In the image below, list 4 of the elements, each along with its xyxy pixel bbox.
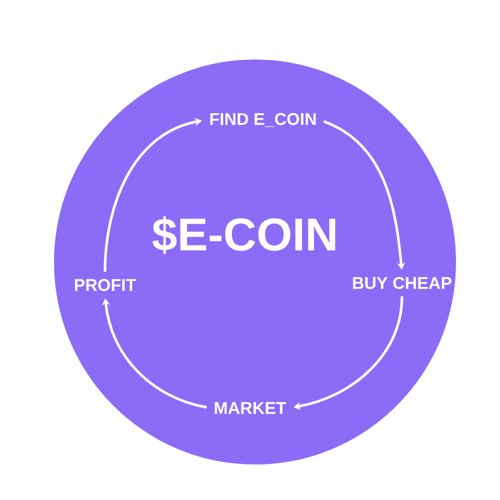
step-label: PROFIT (74, 278, 136, 292)
step-label: MARKET (214, 402, 286, 414)
step-label: FIND E_COIN (210, 113, 316, 127)
step-label: BUY CHEAP (353, 276, 452, 290)
